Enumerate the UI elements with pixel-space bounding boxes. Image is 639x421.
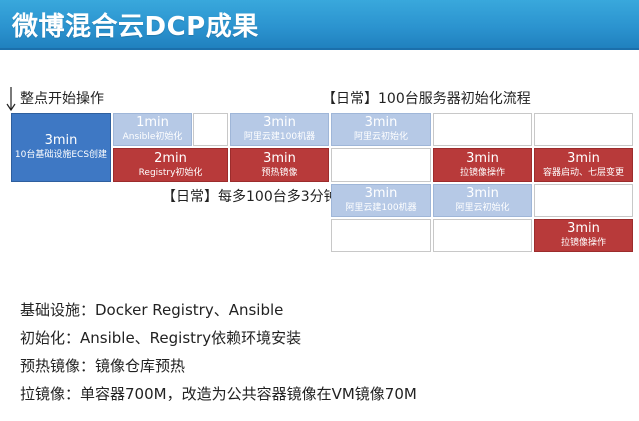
timeline-cell-aliyun-init-extra: 3min 阿里云初始化 <box>433 184 532 217</box>
page-title: 微博混合云DCP成果 <box>12 12 259 42</box>
cell-task: Ansible初始化 <box>122 132 183 143</box>
cell-duration: 3min <box>364 186 398 202</box>
down-arrow-icon <box>6 87 16 113</box>
timeline-cell-pull-image-extra: 3min 拉镜像操作 <box>534 219 633 252</box>
cell-duration: 2min <box>154 150 187 166</box>
cell-duration: 3min <box>263 115 296 131</box>
daily-add-label: 【日常】每多100台多3分钟 <box>162 189 338 205</box>
cell-task: 容器启动、七层变更 <box>542 167 624 178</box>
cell-task: 拉镜像操作 <box>459 167 505 178</box>
timeline-cell-empty <box>331 148 431 182</box>
cell-duration: 1min <box>136 115 169 131</box>
timeline-cell-aliyun-100: 3min 阿里云建100机器 <box>230 113 329 146</box>
start-label: 整点开始操作 <box>20 91 104 107</box>
header-banner: 微博混合云DCP成果 <box>0 0 639 50</box>
cell-task: 预热镜像 <box>261 167 298 178</box>
timeline-cell-preheat: 3min 预热镜像 <box>230 148 329 182</box>
timeline-cell-empty <box>433 113 532 146</box>
timeline-cell-registry: 2min Registry初始化 <box>113 148 228 182</box>
cell-task: 阿里云建100机器 <box>345 203 417 214</box>
daily-flow-label: 【日常】100台服务器初始化流程 <box>322 91 531 107</box>
cell-duration: 3min <box>263 150 296 166</box>
timeline-cell-empty <box>193 113 228 146</box>
cell-duration: 3min <box>466 150 499 166</box>
timeline-cell-empty <box>534 184 633 217</box>
notes-list: 基础设施：Docker Registry、Ansible 初始化：Ansible… <box>20 296 417 408</box>
timeline-cell-ecs: 3min 10台基础设施ECS创建 <box>11 113 111 182</box>
cell-task: 阿里云初始化 <box>455 203 510 214</box>
timeline-cell-pull-image: 3min 拉镜像操作 <box>433 148 532 182</box>
cell-duration: 3min <box>44 133 78 149</box>
note-line: 拉镜像：单容器700M，改造为公共容器镜像在VM镜像70M <box>20 385 417 403</box>
cell-task: 拉镜像操作 <box>560 238 606 249</box>
header-divider <box>0 48 639 50</box>
cell-task: 阿里云建100机器 <box>243 132 316 143</box>
timeline-cell-empty <box>331 219 431 252</box>
cell-duration: 3min <box>567 150 600 166</box>
cell-task: Registry初始化 <box>138 167 203 178</box>
timeline-cell-ansible: 1min Ansible初始化 <box>113 113 192 146</box>
cell-duration: 3min <box>364 115 398 131</box>
timeline-cell-aliyun-100-extra: 3min 阿里云建100机器 <box>331 184 431 217</box>
cell-duration: 3min <box>567 221 600 237</box>
note-line: 初始化：Ansible、Registry依赖环境安装 <box>20 329 302 347</box>
note-line: 基础设施：Docker Registry、Ansible <box>20 301 284 319</box>
timeline-cell-container-start: 3min 容器启动、七层变更 <box>534 148 633 182</box>
timeline-cell-aliyun-init: 3min 阿里云初始化 <box>331 113 431 146</box>
timeline-cell-empty <box>534 113 633 146</box>
cell-task: 阿里云初始化 <box>353 132 408 143</box>
timeline-cell-empty <box>433 219 532 252</box>
cell-duration: 3min <box>466 186 499 202</box>
cell-task: 10台基础设施ECS创建 <box>14 150 108 161</box>
note-line: 预热镜像：镜像仓库预热 <box>20 357 186 375</box>
